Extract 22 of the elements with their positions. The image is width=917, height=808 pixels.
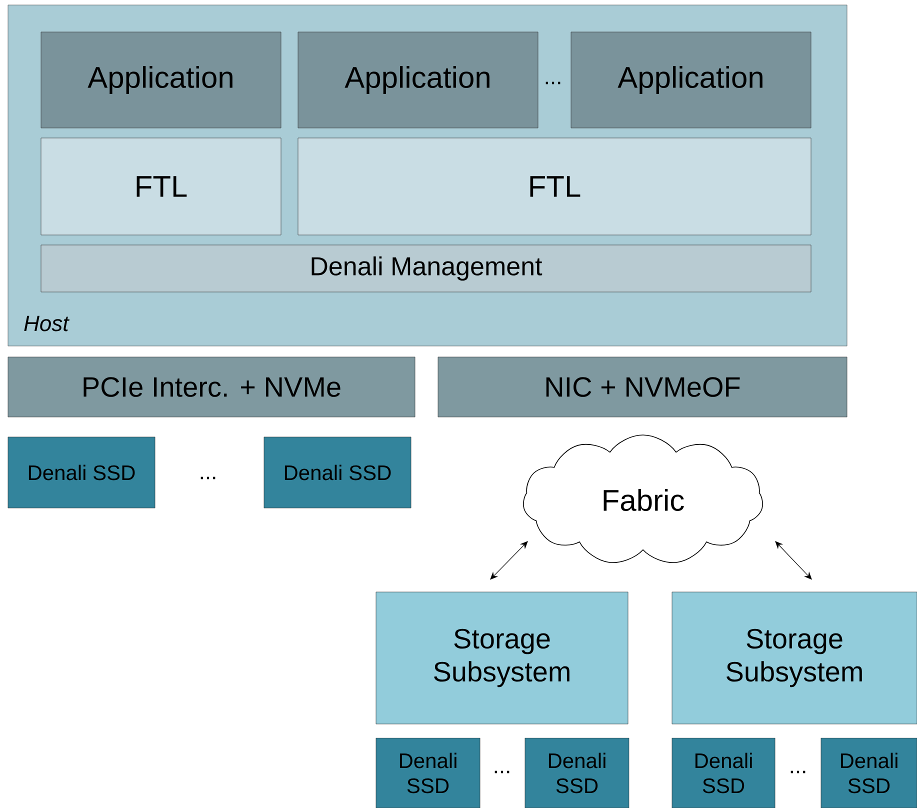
ssd-box: Denali SSD <box>524 738 630 808</box>
app-box: Application <box>570 32 812 128</box>
ssd-box: Denali SSD <box>820 738 917 808</box>
ftl-box: FTL <box>40 138 282 236</box>
app-box: Application <box>298 32 538 128</box>
ftl-box: FTL <box>298 138 812 236</box>
ssd-box: Denali SSD <box>376 738 480 808</box>
ssd-box: Denali SSD <box>8 436 156 508</box>
subsystem-box: Storage Subsystem <box>376 592 628 724</box>
ellipsis: ... <box>790 770 806 774</box>
interface-bar: NIC + NVMeOF <box>438 356 848 418</box>
arrow <box>775 541 812 580</box>
ssd-box: Denali SSD <box>264 436 412 508</box>
arrow <box>490 541 528 580</box>
ssd-box: Denali SSD <box>672 738 776 808</box>
interface-bar: PCIe Interc. + NVMe <box>8 356 416 418</box>
management-bar: Denali Management <box>40 244 812 292</box>
subsystem-box: Storage Subsystem <box>672 592 917 724</box>
app-box: Application <box>40 32 282 128</box>
ellipsis: ... <box>546 82 560 84</box>
ellipsis: ... <box>494 770 510 774</box>
ellipsis: ... <box>200 476 216 480</box>
